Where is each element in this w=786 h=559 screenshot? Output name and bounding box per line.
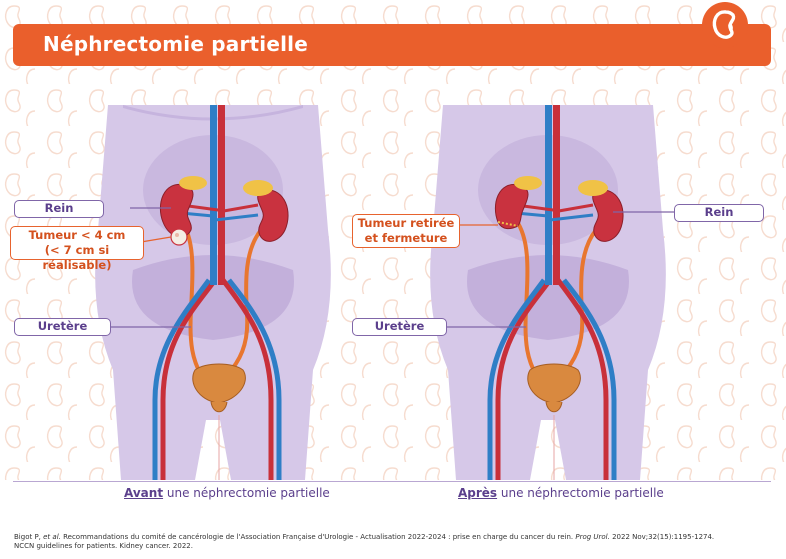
page-title: Néphrectomie partielle [43,32,308,56]
bladder [527,363,581,404]
tumor [170,228,188,246]
label-tumeur-after-line1: Tumeur retirée [357,216,455,230]
adrenal-right [578,180,608,196]
adrenal-left [514,176,542,190]
vena-cava [210,105,217,285]
caption-before-rest: une néphrectomie partielle [163,486,330,500]
caption-before: Avant une néphrectomie partielle [124,486,330,500]
reference-1: Bigot P, et al. Recommandations du comit… [14,533,715,541]
divider [13,481,771,482]
label-tumeur-after-line2: et fermeture [364,231,448,245]
caption-after-emph: Après [458,486,498,500]
aorta [218,105,225,285]
caption-after-rest: une néphrectomie partielle [497,486,664,500]
label-uretere-after: Uretère [352,318,447,336]
diagram-before [13,70,393,482]
label-tumeur-before: Tumeur < 4 cm (< 7 cm si réalisable) [10,226,144,272]
kidney-right [592,189,624,242]
reference-2: NCCN guidelines for patients. Kidney can… [14,542,193,550]
caption-before-emph: Avant [124,486,164,500]
label-tumeur-before-line2: (< 7 cm si réalisable) [42,243,112,272]
label-tumeur-before-line1: Tumeur < 4 cm [28,228,126,242]
label-rein-after: Rein [674,204,764,222]
diagram-after [398,70,778,482]
label-uretere-before: Uretère [14,318,111,336]
vena-cava [545,105,552,285]
kidney-logo-icon [702,2,748,48]
suture-line [497,221,519,227]
kidney-right [257,189,289,242]
label-rein-before: Rein [14,200,104,218]
title-banner: Néphrectomie partielle [13,24,771,66]
bladder [192,363,246,404]
references: Bigot P, et al. Recommandations du comit… [14,533,774,551]
kidney-left [159,183,194,238]
adrenal-left [179,176,207,190]
label-tumeur-after: Tumeur retirée et fermeture [352,214,460,248]
aorta [553,105,560,285]
caption-after: Après une néphrectomie partielle [458,486,664,500]
adrenal-right [243,180,273,196]
